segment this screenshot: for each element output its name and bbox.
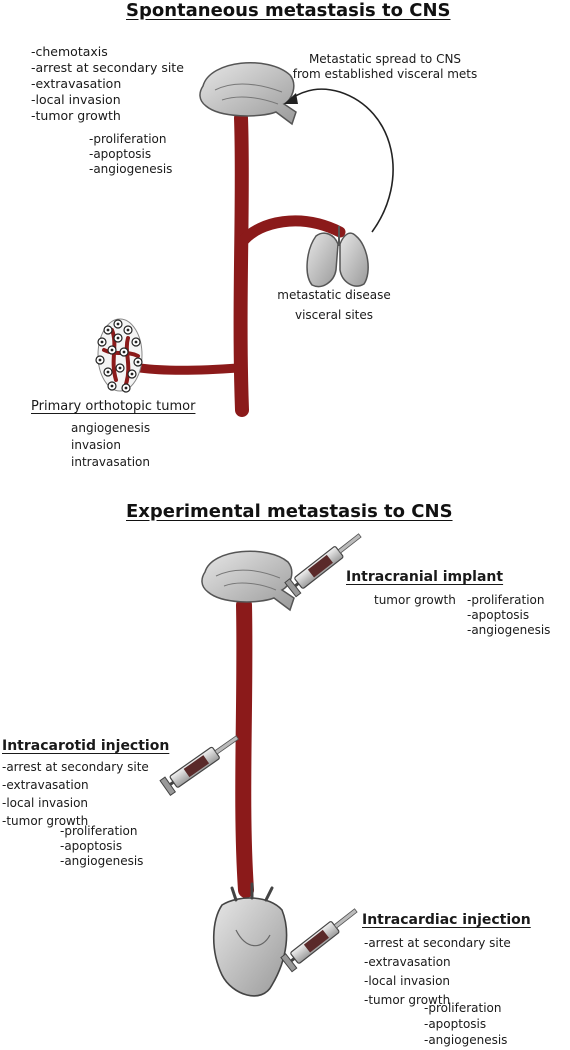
- arrow-head-icon: [284, 93, 298, 104]
- step-item: -tumor growth: [2, 814, 89, 828]
- substep-item: -proliferation: [467, 593, 545, 607]
- spread-label-line: Metastatic spread to CNS: [308, 52, 462, 66]
- lungs-icon: [306, 226, 369, 288]
- heart-icon: [212, 882, 288, 997]
- substep-item: -angiogenesis: [467, 623, 551, 637]
- spontaneous-title: Spontaneous metastasis to CNS: [126, 0, 451, 21]
- intracardiac-steps: -arrest at secondary site -extravasation…: [364, 934, 511, 1010]
- intracranial-substeps: -proliferation -apoptosis -angiogenesis: [467, 593, 550, 638]
- syringe-icon-intracardiac: [280, 908, 358, 973]
- intracranial-lead: tumor growth: [374, 593, 456, 607]
- intracarotid-title: Intracarotid injection: [2, 738, 170, 754]
- intracarotid-steps: -arrest at secondary site -extravasation…: [2, 758, 149, 830]
- step-item: -arrest at secondary site: [364, 936, 511, 950]
- substep-item: -angiogenesis: [89, 162, 173, 176]
- step-item: intravasation: [71, 455, 150, 469]
- spread-label: Metastatic spread to CNS from establishe…: [290, 52, 480, 82]
- blood-vessel-tumor-branch: [135, 363, 243, 375]
- substep-item: -apoptosis: [467, 608, 530, 622]
- step-item: -extravasation: [2, 778, 89, 792]
- step-item: -local invasion: [31, 92, 121, 107]
- intracranial-title: Intracranial implant: [346, 569, 504, 585]
- step-item: -tumor growth: [364, 993, 451, 1007]
- substep-item: -proliferation: [60, 824, 138, 838]
- substep-item: -apoptosis: [60, 839, 123, 853]
- spread-label-line: from established visceral mets: [292, 67, 478, 81]
- primary-tumor-icon: [95, 318, 143, 393]
- step-item: -local invasion: [2, 796, 89, 810]
- visceral-label: metastatic disease visceral sites: [268, 285, 400, 325]
- blood-vessel-experimental: [235, 597, 254, 898]
- brain-steps-list: -chemotaxis -arrest at secondary site -e…: [31, 44, 184, 124]
- visceral-label-line: metastatic disease: [277, 288, 391, 302]
- substep-item: -apoptosis: [89, 147, 152, 161]
- step-item: -tumor growth: [31, 108, 121, 123]
- step-item: angiogenesis: [71, 421, 151, 435]
- blood-vessel-lung-branch: [238, 215, 346, 246]
- metastatic-spread-arrow: [291, 88, 394, 233]
- substep-item: -angiogenesis: [424, 1033, 508, 1047]
- syringe-icon-intracarotid: [159, 735, 240, 797]
- primary-tumor-title: Primary orthotopic tumor: [31, 399, 196, 414]
- step-item: invasion: [71, 438, 121, 452]
- step-item: -chemotaxis: [31, 44, 108, 59]
- brain-icon-top: [199, 62, 297, 126]
- step-item: -arrest at secondary site: [31, 60, 184, 75]
- primary-steps-list: angiogenesis invasion intravasation: [71, 420, 150, 471]
- step-item: -extravasation: [31, 76, 122, 91]
- intracardiac-substeps: -proliferation -apoptosis -angiogenesis: [424, 1000, 507, 1048]
- syringe-icon-intracranial: [284, 533, 362, 598]
- brain-icon-bottom: [201, 550, 295, 612]
- step-item: -arrest at secondary site: [2, 760, 149, 774]
- substep-item: -apoptosis: [424, 1017, 487, 1031]
- visceral-label-line: visceral sites: [294, 308, 374, 322]
- step-item: -extravasation: [364, 955, 451, 969]
- intracarotid-substeps: -proliferation -apoptosis -angiogenesis: [60, 824, 143, 869]
- substep-item: -angiogenesis: [60, 854, 144, 868]
- experimental-title: Experimental metastasis to CNS: [126, 501, 453, 522]
- substep-item: -proliferation: [424, 1001, 502, 1015]
- intracardiac-title: Intracardiac injection: [362, 912, 531, 928]
- substep-item: -proliferation: [89, 132, 167, 146]
- step-item: -local invasion: [364, 974, 451, 988]
- growth-substeps-list: -proliferation -apoptosis -angiogenesis: [89, 132, 172, 177]
